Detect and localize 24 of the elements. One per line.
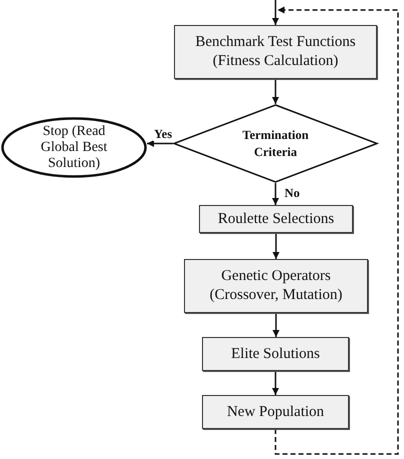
arrow <box>147 140 173 147</box>
edge-label: No <box>284 186 301 200</box>
process-box <box>199 205 353 233</box>
arrow <box>272 183 279 205</box>
edge-label: Yes <box>153 126 174 140</box>
decision-diamond <box>173 104 378 183</box>
arrow <box>272 79 279 104</box>
arrow <box>272 371 279 395</box>
process-box <box>202 395 349 429</box>
arrow <box>272 0 279 25</box>
arrow <box>272 313 280 337</box>
process-box <box>174 25 377 79</box>
terminal-ellipse <box>1 117 147 178</box>
node-label: Elite Solutions <box>231 344 320 364</box>
node-label: Termination Criteria <box>241 126 310 160</box>
arrow <box>272 233 280 259</box>
node-label: Stop (Read Global Best Solution) <box>40 124 108 172</box>
node-label: Benchmark Test Functions (Fitness Calculation) <box>194 33 357 71</box>
node-label: Genetic Operators (Crossover, Mutation) <box>208 267 344 305</box>
node-label: Roulette Selections <box>218 210 334 228</box>
process-box <box>202 337 349 371</box>
process-box <box>184 259 368 313</box>
node-label: New Population <box>226 402 324 422</box>
arrow <box>274 6 399 455</box>
